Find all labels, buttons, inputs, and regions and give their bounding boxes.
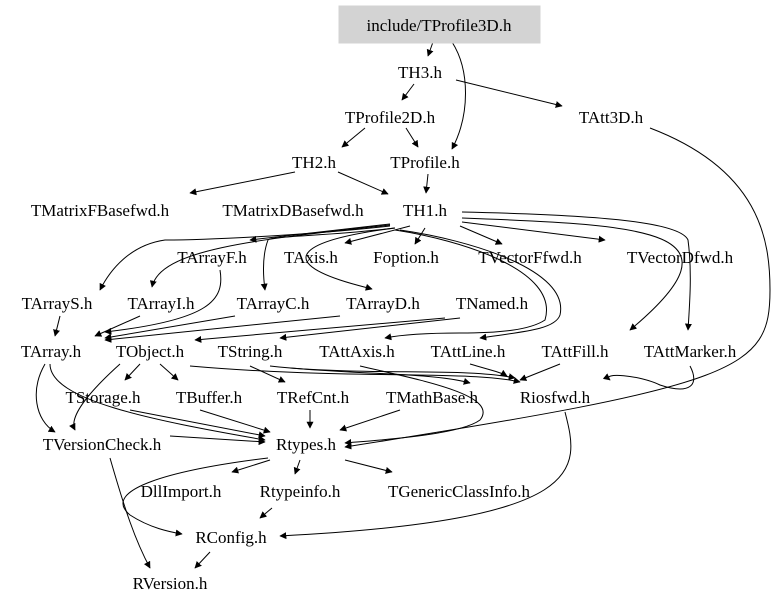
node-tgenericclassinfo[interactable]: TGenericClassInfo.h [388,482,531,501]
node-tattline[interactable]: TAttLine.h [431,342,506,361]
edge-th1-tarrayd [305,227,396,291]
edge-th1-tattline [399,229,562,341]
node-tversioncheck[interactable]: TVersionCheck.h [43,435,162,454]
node-tbuffer[interactable]: TBuffer.h [176,388,243,407]
edge-tstring-riosfwd [289,367,516,381]
edge-tarray-rtypes [49,363,266,443]
edge-tprofile3d-th3 [426,41,434,57]
edge-th2-tmatrixf [189,171,296,196]
edge-th3-tprofile2d [401,83,415,101]
edge-rtypes-tgenericclassinfo [344,459,393,474]
node-th2[interactable]: TH2.h [292,153,336,172]
edge-tarrayc-tarray [104,315,236,341]
edge-tversioncheck-rtypes [169,435,266,446]
node-rtypeinfo[interactable]: Rtypeinfo.h [260,482,341,501]
edge-tstorage-rtypes [129,409,266,439]
node-tprofile[interactable]: TProfile.h [390,153,460,172]
nodes: include/TProfile3D.h TH3.h TProfile2D.h … [21,5,737,593]
edge-riosfwd-rconfig [279,411,572,540]
edge-th1-foption [414,227,426,245]
edge-tnamed-tobject [194,317,446,343]
node-tobject[interactable]: TObject.h [116,342,185,361]
node-tvectordfwd[interactable]: TVectorDfwd.h [627,248,734,267]
edge-tarrayd-tarray [104,315,341,343]
node-tattfill[interactable]: TAttFill.h [541,342,609,361]
node-tprofile3d[interactable]: include/TProfile3D.h [367,16,512,35]
edge-tarray-tversioncheck [35,363,56,433]
edge-tversioncheck-rversion [109,457,151,569]
edge-tprofile2d-th2 [341,127,366,148]
edge-tarrayf-tarray [104,269,222,335]
node-taxis[interactable]: TAxis.h [284,248,338,267]
edge-tattaxis-rtypes [344,365,484,446]
edge-tbuffer-rtypes [199,409,271,434]
edge-tnamed-tstring [279,317,461,341]
node-tatt3d[interactable]: TAtt3D.h [579,108,644,127]
node-dllimport[interactable]: DllImport.h [141,482,222,501]
edge-th1-taxis [344,225,411,245]
edge-tobject-tbuffer [159,363,179,381]
edge-th1-tarrayc [260,227,396,291]
edge-tobject-riosfwd [189,365,521,384]
edge-rtypes-rtypeinfo [293,459,301,475]
edge-th1-tattaxis [384,229,548,341]
edge-tmathbase-rtypes [339,409,401,432]
edge-tobject-tversioncheck [69,363,121,431]
edge-rtypeinfo-rconfig [259,507,273,519]
node-tmatrixfbasefwd[interactable]: TMatrixFBasefwd.h [31,201,170,220]
node-tarray[interactable]: TArray.h [21,342,82,361]
node-tstorage[interactable]: TStorage.h [65,388,141,407]
node-tarrayc[interactable]: TArrayC.h [237,294,310,313]
edge-rtypes-dllimport [231,459,271,474]
edge-tatt3d-th1 [344,127,771,450]
edge-tattfill-riosfwd [519,363,561,381]
node-tattaxis[interactable]: TAttAxis.h [319,342,395,361]
edge-th1-tarrayf [249,223,391,243]
edge-tprofile-th1 [423,173,431,194]
node-foption[interactable]: Foption.h [373,248,439,267]
edge-th2-th1 [337,171,389,195]
node-tattmarker[interactable]: TAttMarker.h [644,342,737,361]
node-tmathbase[interactable]: TMathBase.h [386,388,479,407]
node-riosfwd[interactable]: Riosfwd.h [520,388,591,407]
edge-th1-tattfill [461,217,683,331]
node-tmatrixdbasefwd[interactable]: TMatrixDBasefwd.h [222,201,364,220]
node-tarrayi[interactable]: TArrayI.h [127,294,195,313]
node-tarrays[interactable]: TArrayS.h [22,294,93,313]
edge-th1-tvectord [461,221,606,243]
node-rversion[interactable]: RVersion.h [133,574,208,593]
edge-tattline-riosfwd [469,363,508,377]
node-tstring[interactable]: TString.h [218,342,283,361]
node-th1[interactable]: TH1.h [403,201,447,220]
node-tarrayf[interactable]: TArrayF.h [177,248,247,267]
edge-tobject-tstorage [124,363,141,381]
edge-tstring-trefcnt [249,365,286,383]
edges [35,41,771,569]
node-trefcnt[interactable]: TRefCnt.h [277,388,350,407]
node-tvectorffwd[interactable]: TVectorFfwd.h [478,248,582,267]
edge-tarrays-tarray [53,315,61,337]
edge-tarrayi-tarray [94,315,141,337]
node-rtypes[interactable]: Rtypes.h [276,435,336,454]
edge-rconfig-rversion [194,551,211,569]
edge-th3-tatt3d [455,79,563,108]
edge-th1-tattmarker [461,211,692,331]
root-node-box [338,5,541,44]
node-tarrayd[interactable]: TArrayD.h [346,294,420,313]
edge-th1-tarrayi [149,224,391,288]
node-tprofile2d[interactable]: TProfile2D.h [345,108,436,127]
node-th3[interactable]: TH3.h [398,63,442,82]
edge-tprofile3d-tprofile [451,41,466,150]
edge-tprofile2d-tprofile [405,127,419,148]
node-tnamed[interactable]: TNamed.h [456,294,529,313]
edge-tattmarker-riosfwd [602,365,695,390]
node-rconfig[interactable]: RConfig.h [195,528,267,547]
edge-th1-tvectorf [459,225,503,245]
